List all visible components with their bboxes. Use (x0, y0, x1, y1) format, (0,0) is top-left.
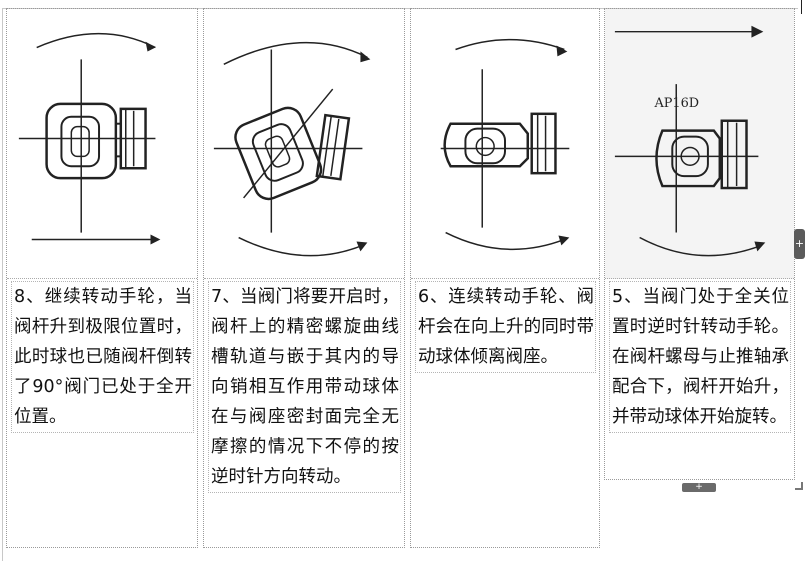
step-number: 8 (14, 287, 26, 307)
step-number: 6 (418, 287, 430, 307)
figure-step-6 (411, 9, 599, 279)
resize-handle-icon[interactable] (795, 482, 803, 490)
step-description: 、当阀门将要开启时，阀杆上的精密螺旋曲线槽轨道与嵌于其内的导向销相互作用带动球体… (211, 287, 399, 487)
valve-diagram-step-7 (213, 41, 371, 257)
step-description: 、当阀门处于全关位置时逆时针转动手轮。在阀杆螺母与止推轴承配合下，阀杆开始升，并… (612, 287, 789, 427)
panel-step-5: AP16D 5、当阀门处于全关位置时逆时针转动手轮。在阀杆螺母与止推轴承配合下，… (604, 8, 795, 480)
figure-step-5: AP16D (605, 9, 794, 279)
step-description: 、连续转动手轮、阀杆会在向上升的同时带动球体倾离阀座。 (418, 287, 594, 367)
figure-step-8 (7, 9, 197, 279)
step-number: 5 (612, 287, 624, 307)
panel-step-8: 8、继续转动手轮，当阀杆升到极限位置时，此时球也已随阀杆倒转了90°阀门已处于全… (6, 8, 198, 548)
panel-text-step-7: 7、当阀门将要开启时，阀杆上的精密螺旋曲线槽轨道与嵌于其内的导向销相互作用带动球… (208, 281, 401, 493)
step-description: 、继续转动手轮，当阀杆升到极限位置时，此时球也已随阀杆倒转了90°阀门已处于全开… (14, 287, 192, 427)
add-column-handle[interactable]: + (794, 229, 805, 259)
panel-text-step-8: 8、继续转动手轮，当阀杆升到极限位置时，此时球也已随阀杆倒转了90°阀门已处于全… (11, 281, 194, 433)
text-cursor (801, 0, 802, 14)
add-row-handle[interactable]: + (682, 483, 716, 492)
panel-step-7: 7、当阀门将要开启时，阀杆上的精密螺旋曲线槽轨道与嵌于其内的导向销相互作用带动球… (203, 8, 405, 548)
panel-text-step-5: 5、当阀门处于全关位置时逆时针转动手轮。在阀杆螺母与止推轴承配合下，阀杆开始升，… (609, 281, 791, 433)
valve-diagram-step-6 (440, 38, 570, 251)
valve-diagram-step-8 (18, 32, 161, 245)
figure-step-7 (204, 9, 404, 279)
panel-text-step-6: 6、连续转动手轮、阀杆会在向上升的同时带动球体倾离阀座。 (415, 281, 596, 373)
panel-step-6: 6、连续转动手轮、阀杆会在向上升的同时带动球体倾离阀座。 (410, 8, 600, 548)
valve-diagram-step-5: AP16D (614, 25, 766, 257)
step-number: 7 (211, 287, 223, 307)
